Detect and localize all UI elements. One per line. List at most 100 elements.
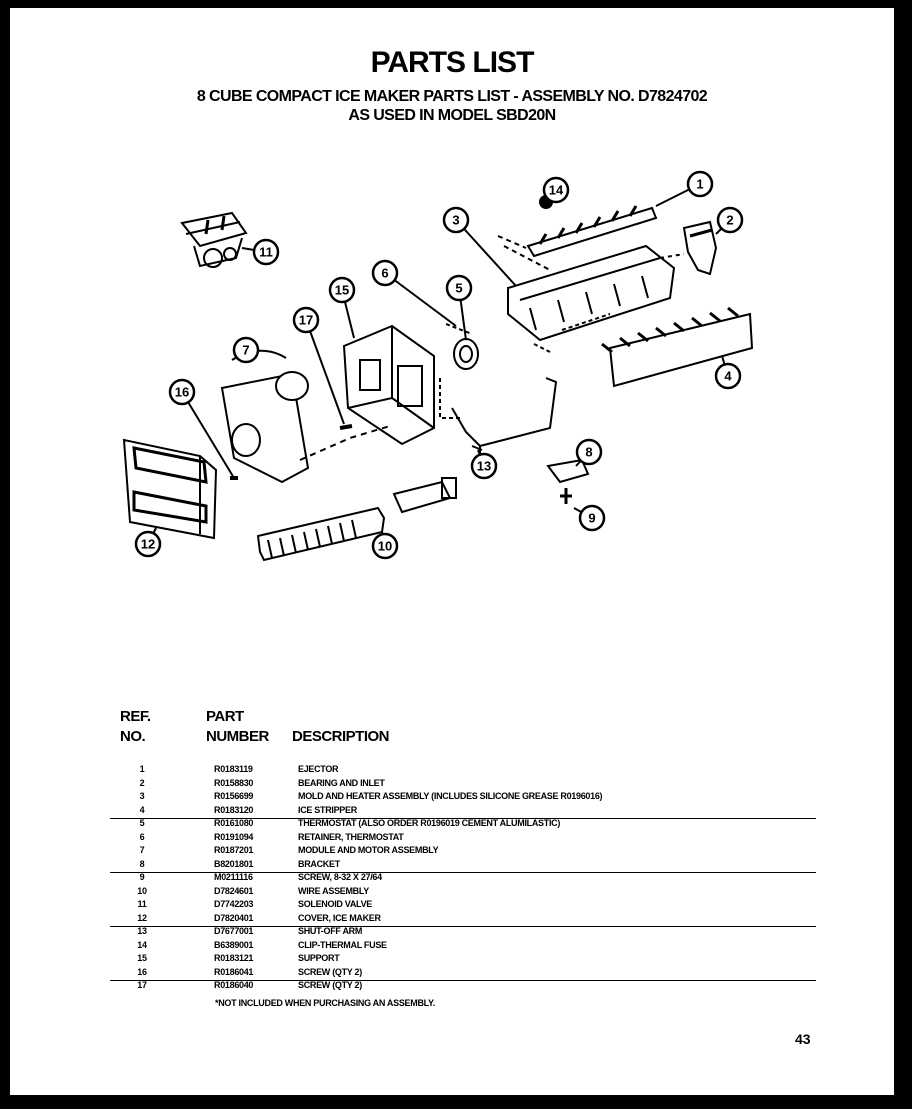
table-row: 6 R0191094 RETAINER, THERMOSTAT — [110, 832, 830, 846]
part-header-line2: NUMBER — [206, 728, 269, 745]
group-divider — [110, 980, 816, 981]
part-number: D7742203 — [214, 899, 254, 909]
part-number: R0186041 — [214, 966, 254, 977]
callout-label: 16 — [175, 385, 189, 400]
callout-label: 1 — [696, 177, 703, 192]
part-number: R0191094 — [214, 831, 254, 842]
part-number: B8201801 — [214, 858, 254, 869]
wire-assembly-drawing — [256, 477, 457, 562]
part-number: R0183119 — [214, 764, 253, 774]
page-subtitle-model: AS USED IN MODEL SBD20N — [348, 107, 556, 124]
ref-number: 3 — [139, 791, 145, 801]
ref-header-line1: REF. — [120, 708, 151, 725]
callout-5: 5 — [445, 274, 473, 302]
part-description: BRACKET — [298, 858, 340, 869]
part-number: R0156699 — [214, 791, 254, 801]
ejector-drawing — [497, 205, 658, 271]
ice-stripper-drawing — [601, 306, 754, 388]
callout-label: 9 — [588, 511, 595, 526]
ref-number: 9 — [139, 872, 145, 882]
group-divider — [110, 818, 816, 819]
mold-heater-drawing — [507, 244, 676, 353]
part-description: BEARING AND INLET — [298, 777, 385, 788]
callout-label: 6 — [381, 266, 388, 281]
ref-number: 13 — [137, 926, 147, 936]
callout-label: 17 — [299, 313, 313, 328]
part-number: B6389001 — [214, 939, 254, 950]
part-description: SOLENOID VALVE — [298, 899, 372, 909]
ref-number: 6 — [139, 831, 145, 842]
callout-8: 8 — [575, 438, 603, 466]
callout-12: 12 — [134, 530, 162, 558]
part-description: WIRE ASSEMBLY — [298, 885, 369, 896]
table-row: 9 M0211116 SCREW, 8-32 X 27/64 — [110, 872, 830, 886]
part-description: CLIP-THERMAL FUSE — [298, 939, 387, 950]
shut-off-arm-drawing — [451, 377, 558, 470]
part-number: R0183121 — [214, 953, 254, 963]
part-description: SCREW, 8-32 X 27/64 — [298, 872, 382, 882]
ref-header-line2: NO. — [120, 728, 146, 745]
table-row: 16 R0186041 SCREW (QTY 2) — [110, 967, 830, 981]
callout-14: 14 — [542, 176, 570, 204]
solenoid-valve-drawing — [180, 211, 248, 268]
ref-number: 17 — [137, 980, 147, 990]
part-number: R0187201 — [214, 845, 254, 855]
callout-label: 5 — [455, 281, 462, 296]
bracket-screw-drawing — [546, 458, 590, 504]
part-number: M0211116 — [214, 872, 253, 882]
callout-15: 15 — [328, 276, 356, 304]
part-description: SHUT-OFF ARM — [298, 926, 363, 936]
part-number: D7677001 — [214, 926, 254, 936]
part-description: SUPPORT — [298, 953, 340, 963]
callout-10: 10 — [371, 532, 399, 560]
table-row: 8 B8201801 BRACKET — [110, 859, 830, 873]
part-description: EJECTOR — [298, 764, 339, 774]
part-description: MODULE AND MOTOR ASSEMBLY — [298, 845, 439, 855]
bearing-inlet-drawing — [659, 220, 718, 276]
part-header-line1: PART — [206, 708, 244, 725]
callout-label: 12 — [141, 537, 155, 552]
table-row: 13 D7677001 SHUT-OFF ARM — [110, 926, 830, 940]
callout-label: 4 — [724, 369, 732, 384]
part-number: R0186040 — [214, 980, 254, 990]
callout-9: 9 — [578, 504, 606, 532]
table-row: 14 B6389001 CLIP-THERMAL FUSE — [110, 940, 830, 954]
table-row: 2 R0158830 BEARING AND INLET — [110, 778, 830, 792]
part-number: R0183120 — [214, 804, 254, 815]
part-description: RETAINER, THERMOSTAT — [298, 831, 404, 842]
ref-number: 8 — [139, 858, 145, 869]
callout-7: 7 — [232, 336, 260, 364]
ref-number: 4 — [139, 804, 145, 815]
ref-number: 12 — [137, 912, 147, 923]
group-divider — [110, 872, 816, 873]
ref-number: 16 — [137, 966, 147, 977]
assembly-footnote: *NOT INCLUDED WHEN PURCHASING AN ASSEMBL… — [215, 998, 435, 1008]
part-description: SCREW (QTY 2) — [298, 980, 362, 990]
page-subtitle-assembly: 8 CUBE COMPACT ICE MAKER PARTS LIST - AS… — [196, 88, 708, 105]
part-number: R0158830 — [214, 777, 254, 788]
group-divider — [110, 926, 816, 927]
description-header: DESCRIPTION — [292, 728, 390, 745]
parts-list-page: PARTS LIST 8 CUBE COMPACT ICE MAKER PART… — [10, 8, 894, 1095]
callout-17: 17 — [292, 306, 320, 334]
callout-label: 11 — [259, 245, 273, 260]
part-description: SCREW (QTY 2) — [298, 966, 362, 977]
table-row: 17 R0186040 SCREW (QTY 2) — [110, 980, 830, 994]
ref-number: 2 — [139, 777, 145, 788]
callout-16: 16 — [168, 378, 196, 406]
thermostat-drawing — [445, 323, 479, 370]
callout-3: 3 — [442, 206, 470, 234]
page-number: 43 — [795, 1031, 811, 1047]
ref-number: 14 — [137, 939, 147, 950]
ref-number: 10 — [137, 885, 147, 896]
callout-13: 13 — [470, 452, 498, 480]
